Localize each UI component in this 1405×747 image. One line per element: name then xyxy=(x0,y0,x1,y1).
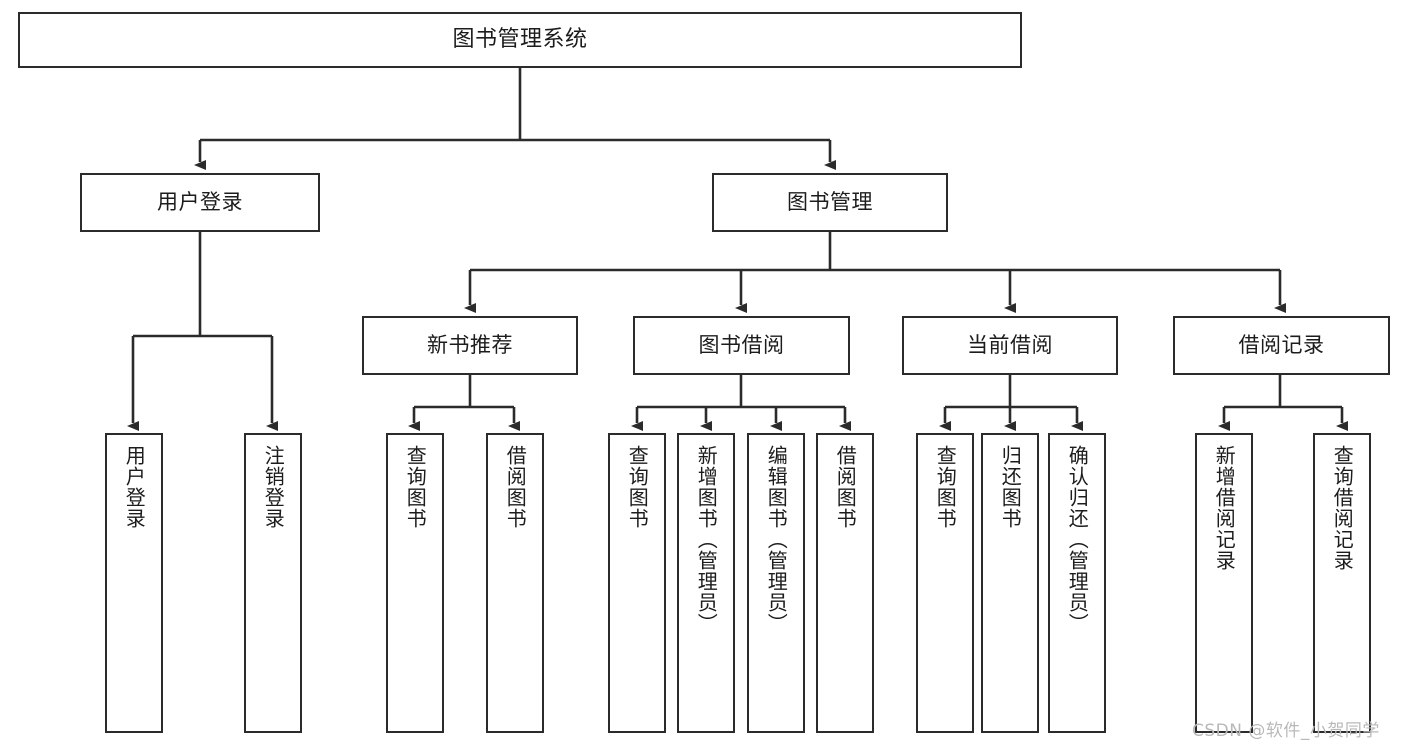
node-current-borrow-label: 当前借阅 xyxy=(967,333,1053,358)
leaf-label: 用户登录 xyxy=(122,445,147,529)
leaf-label: 查询借阅记录 xyxy=(1330,445,1355,571)
node-borrow-record[interactable]: 借阅记录 xyxy=(1173,316,1390,375)
leaf-borrow-query-book[interactable]: 查询图书 xyxy=(608,433,666,733)
node-book-management[interactable]: 图书管理 xyxy=(712,173,948,232)
leaf-current-return-book[interactable]: 归还图书 xyxy=(981,433,1039,733)
leaf-borrow-edit-book[interactable]: 编辑图书（管理员） xyxy=(747,433,805,733)
leaf-label: 新增图书（管理员） xyxy=(694,445,719,634)
leaf-label: 注销登录 xyxy=(261,445,286,529)
leaf-new-book-borrow[interactable]: 借阅图书 xyxy=(486,433,544,733)
leaf-label: 编辑图书（管理员） xyxy=(764,445,789,634)
leaf-borrow-add-book[interactable]: 新增图书（管理员） xyxy=(677,433,735,733)
node-user-login-label: 用户登录 xyxy=(157,190,243,215)
leaf-label: 借阅图书 xyxy=(503,445,528,529)
node-book-management-label: 图书管理 xyxy=(787,190,873,215)
node-root-label: 图书管理系统 xyxy=(452,27,588,53)
leaf-user-login-logout[interactable]: 注销登录 xyxy=(244,433,302,733)
leaf-new-book-query[interactable]: 查询图书 xyxy=(386,433,444,733)
node-borrow-record-label: 借阅记录 xyxy=(1238,333,1325,358)
leaf-label: 归还图书 xyxy=(998,445,1023,529)
leaf-current-query-book[interactable]: 查询图书 xyxy=(916,433,974,733)
leaf-current-confirm-return[interactable]: 确认归还（管理员） xyxy=(1048,433,1106,733)
node-user-login[interactable]: 用户登录 xyxy=(80,173,320,232)
leaf-record-add[interactable]: 新增借阅记录 xyxy=(1195,433,1253,733)
node-book-borrow-label: 图书借阅 xyxy=(698,333,785,358)
node-root-system[interactable]: 图书管理系统 xyxy=(18,12,1022,68)
node-book-borrow[interactable]: 图书借阅 xyxy=(633,316,850,375)
leaf-label: 借阅图书 xyxy=(833,445,858,529)
leaf-record-query[interactable]: 查询借阅记录 xyxy=(1313,433,1371,733)
leaf-label: 查询图书 xyxy=(625,445,650,529)
leaf-label: 新增借阅记录 xyxy=(1212,445,1237,571)
leaf-user-login-login[interactable]: 用户登录 xyxy=(105,433,163,733)
leaf-borrow-borrow-book[interactable]: 借阅图书 xyxy=(816,433,874,733)
leaf-label: 查询图书 xyxy=(403,445,428,529)
csdn-watermark: CSDN @软件_小贺同学 xyxy=(1192,721,1380,741)
leaf-label: 查询图书 xyxy=(933,445,958,529)
node-new-book-recommend-label: 新书推荐 xyxy=(427,333,513,358)
leaf-label: 确认归还（管理员） xyxy=(1065,445,1090,634)
node-new-book-recommend[interactable]: 新书推荐 xyxy=(362,316,578,375)
node-current-borrow[interactable]: 当前借阅 xyxy=(902,316,1118,375)
